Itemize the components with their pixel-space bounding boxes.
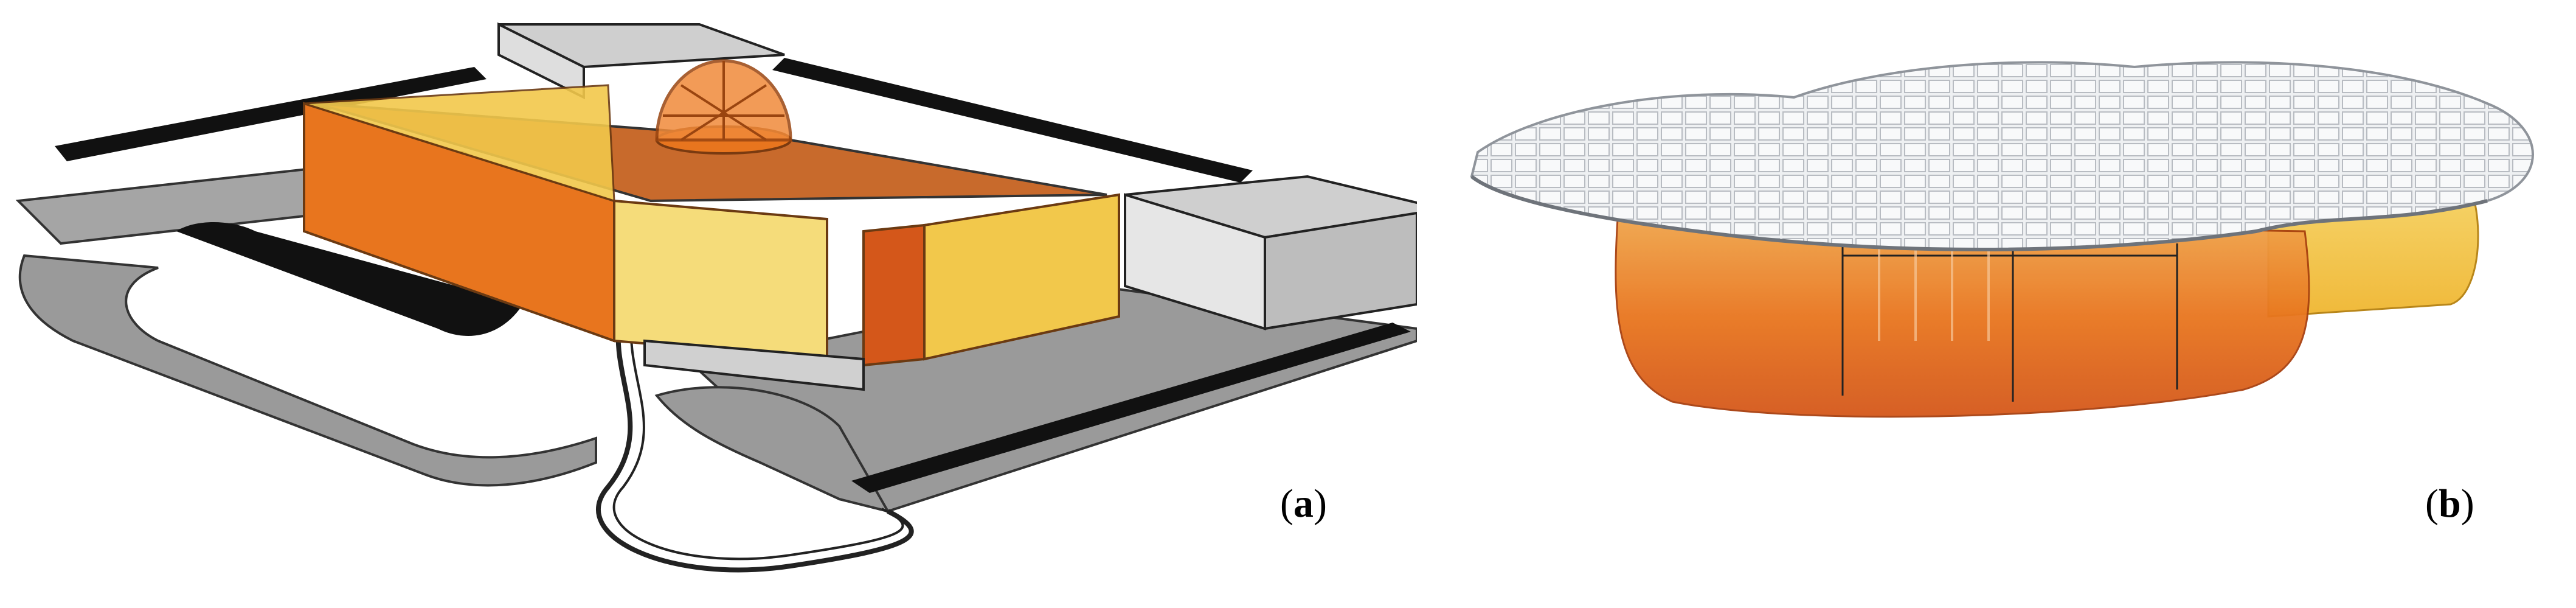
canopy-roof-edge <box>1470 175 2488 251</box>
panel-b: (b) <box>1417 0 2576 608</box>
annex-side <box>1264 211 1417 330</box>
wall-orange-right <box>862 223 926 367</box>
wall-yellow-right <box>923 193 1120 361</box>
panel-label-a: (a) <box>1280 481 1327 526</box>
canopy-bottom-right <box>851 323 1411 493</box>
panel-b-illustration <box>1470 61 2534 418</box>
winding-path <box>596 316 914 573</box>
dome-ribs <box>663 61 784 141</box>
base-block <box>643 339 865 391</box>
panel-a-illustration <box>15 22 1417 573</box>
pavilion-interior <box>1878 243 1990 341</box>
canopy-top-right <box>772 58 1253 183</box>
pavilion-orange-volume <box>1615 218 2310 418</box>
wall-yellow-back <box>303 84 615 203</box>
ground-left-lot <box>18 254 597 487</box>
pavilion-glazing <box>1841 243 2178 402</box>
ground-bottom-lot <box>654 386 891 514</box>
panel-a: (a) <box>15 22 1417 573</box>
wall-yellow-middle <box>613 199 828 361</box>
panel-label-b: (b) <box>2425 481 2474 526</box>
winding-path-inner <box>612 316 904 561</box>
canopy-top-left <box>55 67 486 161</box>
canopy-mid-left <box>176 222 523 336</box>
